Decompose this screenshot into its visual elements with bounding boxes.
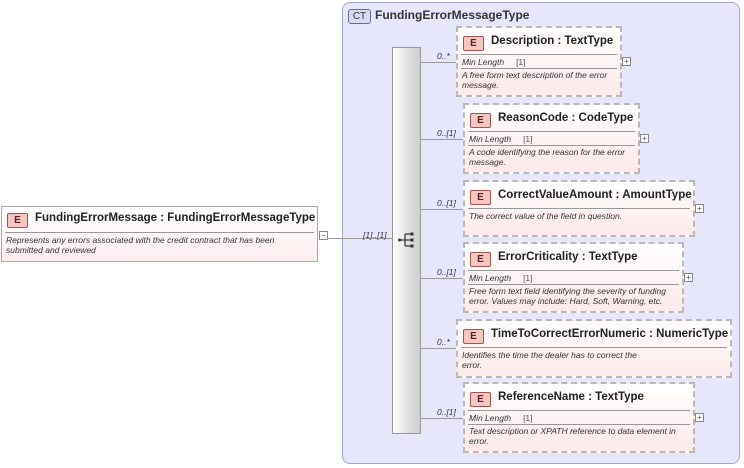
child-connector-3 [421, 209, 464, 210]
element-badge: E [7, 213, 28, 228]
element-name: CorrectValueAmount [498, 189, 613, 201]
element-type: TextType [595, 391, 644, 403]
expand-icon[interactable]: + [695, 413, 704, 422]
child-connector-6 [421, 418, 464, 419]
root-cardinality: [1]..[1] [363, 230, 387, 240]
child-connector-4 [421, 278, 464, 279]
expand-icon[interactable]: + [622, 57, 631, 66]
element-name: Description [491, 35, 555, 47]
divider [468, 410, 690, 411]
child-connector-2 [421, 139, 464, 140]
expand-icon[interactable]: + [640, 134, 649, 143]
collapse-toggle-icon[interactable]: − [319, 231, 328, 240]
complex-type-badge: CT [348, 9, 371, 24]
cardinality-reason-code: 0..[1] [437, 128, 456, 138]
element-doc: Free form text field identifying the sev… [469, 286, 667, 306]
divider [468, 270, 679, 271]
divider [5, 232, 314, 233]
complex-type-title: FundingErrorMessageType [375, 8, 530, 22]
element-doc: The correct value of the field in questi… [469, 211, 623, 221]
element-badge: E [470, 190, 491, 205]
element-badge: E [463, 329, 484, 344]
element-type: TextType [564, 35, 614, 47]
cardinality-correct-value-amount: 0..[1] [437, 198, 456, 208]
root-element-name: FundingErrorMessage [35, 212, 158, 224]
element-type: CodeType [578, 112, 634, 124]
root-element-type: FundingErrorMessageType [167, 212, 316, 224]
child-connector-5 [421, 348, 457, 349]
element-name: ReferenceName [498, 391, 585, 403]
element-type: AmountType [622, 189, 692, 201]
element-name: ErrorCriticality [498, 251, 579, 263]
cardinality-reference-name: 0..[1] [437, 407, 456, 417]
divider [468, 131, 635, 132]
expand-icon[interactable]: + [695, 204, 704, 213]
divider [468, 145, 635, 146]
element-type: TextType [588, 251, 638, 263]
element-name: TimeToCorrectErrorNumeric [491, 328, 646, 340]
element-badge: E [463, 36, 484, 51]
cardinality-error-criticality: 0..[1] [437, 267, 456, 277]
element-type: NumericType [656, 328, 729, 340]
element-name: ReasonCode [498, 112, 569, 124]
facet-min-length: Min Length[1] [462, 57, 526, 67]
element-doc: A free form text description of the erro… [462, 70, 608, 90]
divider [461, 54, 617, 55]
element-doc: Identifies the time the dealer has to co… [462, 350, 637, 370]
sequence-compositor[interactable] [392, 47, 421, 434]
divider [461, 68, 617, 69]
element-doc: A code identifying the reason for the er… [469, 147, 626, 167]
child-connector-1 [421, 62, 457, 63]
root-connector-line [320, 238, 392, 239]
expand-icon[interactable]: + [684, 273, 693, 282]
cardinality-time-to-correct: 0..* [437, 337, 450, 347]
element-badge: E [470, 392, 491, 407]
divider [468, 284, 679, 285]
facet-min-length: Min Length[1] [469, 413, 533, 423]
facet-min-length: Min Length[1] [469, 134, 533, 144]
divider [468, 424, 690, 425]
facet-min-length: Min Length[1] [469, 273, 533, 283]
cardinality-description: 0..* [437, 51, 450, 61]
element-doc: Text description or XPATH reference to d… [469, 426, 676, 446]
element-badge: E [470, 252, 491, 267]
sequence-icon [398, 232, 414, 248]
divider [468, 208, 690, 209]
root-element-doc: Represents any errors associated with th… [6, 235, 275, 255]
element-badge: E [470, 113, 491, 128]
divider [461, 347, 727, 348]
